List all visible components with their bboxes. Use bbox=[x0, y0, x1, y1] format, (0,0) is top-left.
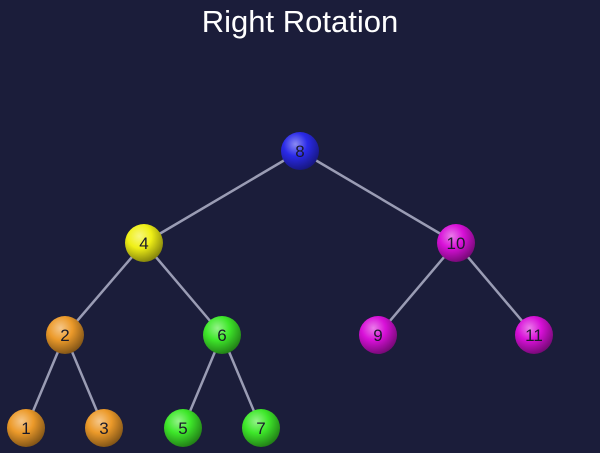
node-label: 3 bbox=[99, 419, 108, 438]
node-label: 2 bbox=[60, 326, 69, 345]
node-label: 11 bbox=[525, 326, 543, 345]
node-4: 4 bbox=[125, 224, 163, 262]
edge-8-4 bbox=[143, 149, 301, 245]
node-6: 6 bbox=[203, 316, 241, 354]
node-label: 9 bbox=[373, 326, 382, 345]
node-8: 8 bbox=[281, 132, 319, 170]
node-ball bbox=[125, 224, 163, 262]
node-label: 5 bbox=[178, 419, 187, 438]
edge-4-2 bbox=[64, 242, 145, 336]
node-ball bbox=[203, 316, 241, 354]
node-label: 1 bbox=[21, 419, 30, 438]
node-ball bbox=[515, 316, 553, 354]
node-7: 7 bbox=[242, 409, 280, 447]
node-9: 9 bbox=[359, 316, 397, 354]
diagram-title: Right Rotation bbox=[201, 4, 399, 39]
node-label: 6 bbox=[217, 326, 226, 345]
node-ball bbox=[46, 316, 84, 354]
edge-10-11 bbox=[455, 242, 535, 336]
node-ball bbox=[164, 409, 202, 447]
node-3: 3 bbox=[85, 409, 123, 447]
edges-layer bbox=[24, 149, 535, 429]
node-ball bbox=[7, 409, 45, 447]
node-ball bbox=[437, 224, 475, 262]
node-label: 10 bbox=[447, 234, 466, 253]
edge-10-9 bbox=[377, 242, 457, 336]
node-label: 4 bbox=[139, 234, 148, 253]
node-label: 8 bbox=[295, 142, 304, 161]
node-2: 2 bbox=[46, 316, 84, 354]
node-ball bbox=[85, 409, 123, 447]
node-10: 10 bbox=[437, 224, 475, 262]
node-5: 5 bbox=[164, 409, 202, 447]
node-ball bbox=[359, 316, 397, 354]
node-label: 7 bbox=[256, 419, 265, 438]
node-11: 11 bbox=[515, 316, 553, 354]
node-ball bbox=[281, 132, 319, 170]
node-1: 1 bbox=[7, 409, 45, 447]
edge-4-6 bbox=[143, 242, 223, 336]
node-ball bbox=[242, 409, 280, 447]
edge-8-10 bbox=[299, 149, 457, 245]
